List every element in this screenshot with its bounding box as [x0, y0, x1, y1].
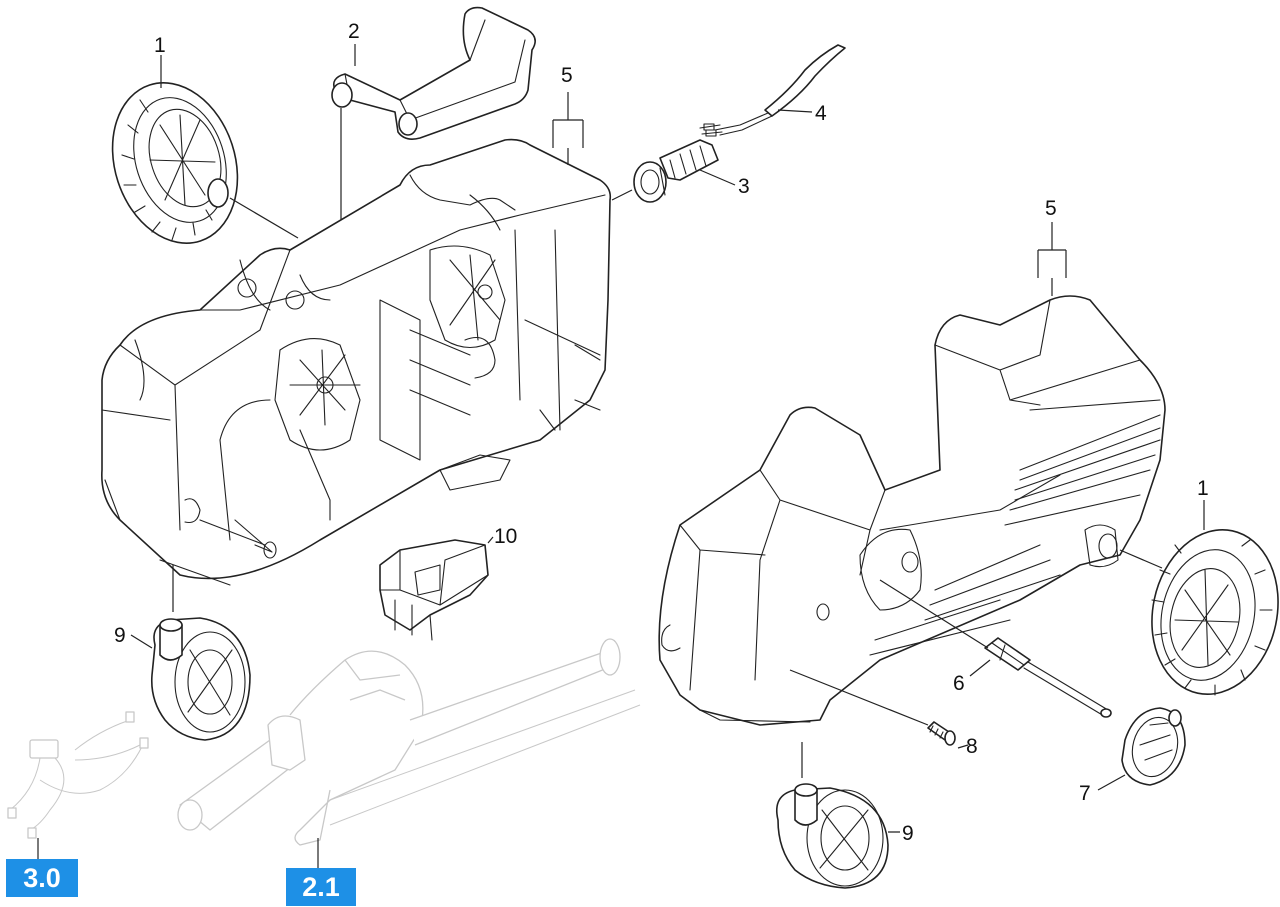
leader-6: [879, 579, 991, 677]
callout-7: 7: [1079, 782, 1091, 805]
callout-1-right: 1: [1197, 477, 1209, 500]
leader-3: [611, 169, 736, 201]
leader-1a-to-body: [229, 197, 299, 239]
callout-1-left: 1: [154, 34, 166, 57]
leader-1b: [1119, 500, 1205, 569]
callout-9-left: 9: [114, 624, 126, 647]
callout-2: 2: [348, 20, 360, 43]
callout-3: 3: [738, 175, 750, 198]
cable-part-4: [699, 44, 846, 137]
leader-5b: [1037, 222, 1067, 296]
leader-9b: [801, 742, 900, 833]
axle-part-6: [984, 637, 1112, 718]
screw-part-8: [927, 721, 956, 746]
leader-7: [1097, 774, 1126, 791]
housing-part-5-right: [658, 295, 1166, 726]
leader-4: [777, 109, 813, 113]
wheel-part-1-left: [111, 82, 239, 244]
callout-9-right: 9: [902, 822, 914, 845]
housing-part-5-left: [101, 138, 612, 586]
switch-part-10: [379, 539, 489, 641]
reference-link-3-0[interactable]: 3.0: [6, 859, 78, 897]
pump-assembly-ghost: [177, 638, 641, 846]
leader-5a: [552, 92, 584, 165]
callout-4: 4: [815, 102, 827, 125]
reference-link-2-1[interactable]: 2.1: [286, 868, 356, 906]
caster-part-9-left: [150, 617, 251, 741]
hub-cap-part-7: [1121, 707, 1186, 786]
wheel-part-1-right: [1151, 528, 1279, 696]
callout-10: 10: [494, 525, 517, 548]
caster-part-9-right: [776, 783, 889, 889]
leader-10: [487, 536, 494, 544]
handle-part-2: [331, 6, 536, 140]
leader-8: [789, 669, 969, 749]
callout-8: 8: [966, 735, 978, 758]
strain-relief-part-3: [633, 139, 719, 203]
callout-5-left: 5: [561, 64, 573, 87]
leader-9a: [130, 565, 174, 649]
callout-5-right: 5: [1045, 197, 1057, 220]
wiring-harness-ghost: [7, 711, 149, 839]
callout-6: 6: [953, 672, 965, 695]
